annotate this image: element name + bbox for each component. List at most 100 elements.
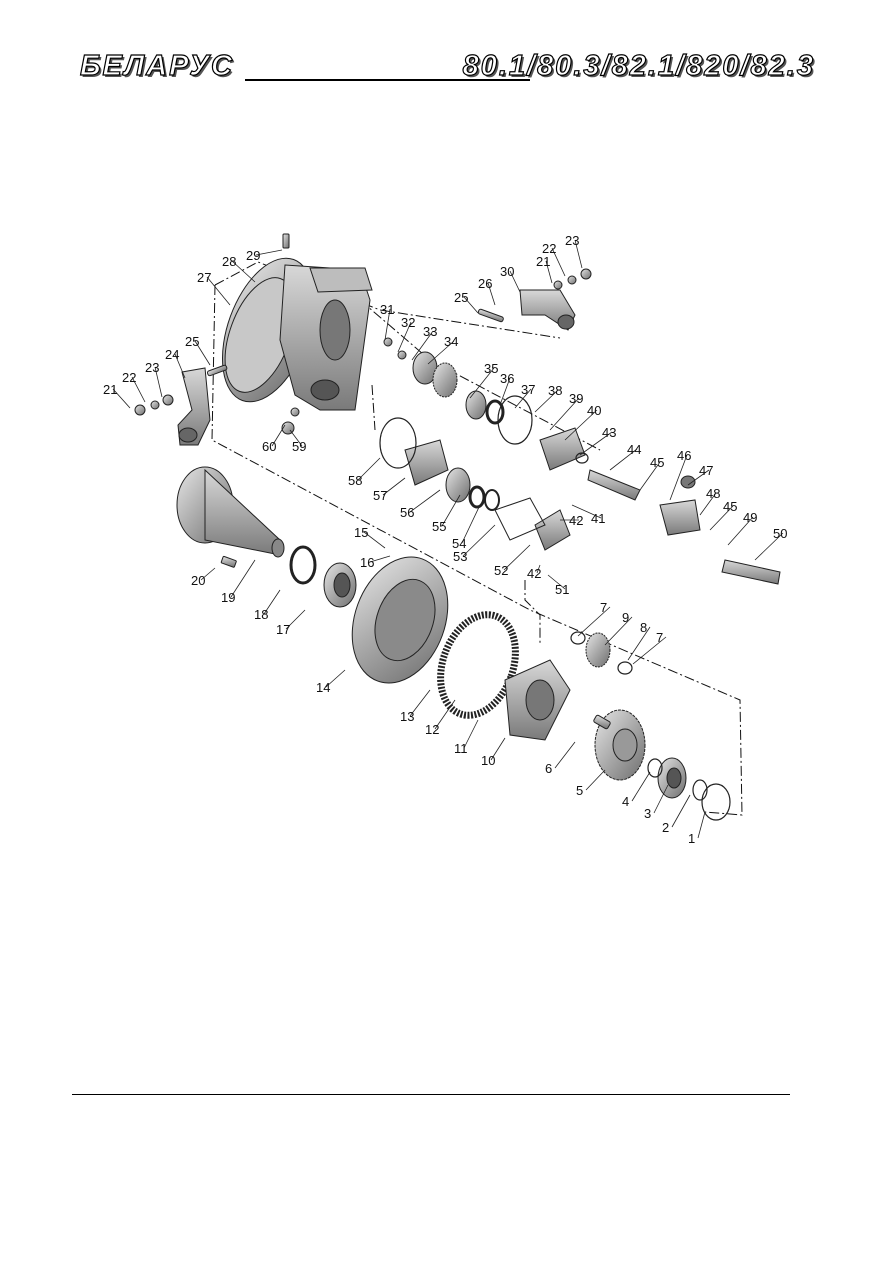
- callout-label-54: 54: [452, 536, 466, 551]
- callout-label-29: 29: [246, 248, 260, 263]
- callout-label-40: 40: [587, 403, 601, 418]
- callout-label-33: 33: [423, 324, 437, 339]
- callout-leader: [549, 397, 580, 431]
- callout-leader: [441, 494, 461, 527]
- callout-leader: [499, 377, 511, 406]
- callout-label-34: 34: [444, 334, 458, 349]
- callout-label-15: 15: [354, 525, 368, 540]
- callout-leader: [363, 531, 386, 549]
- callout-leader: [609, 448, 638, 471]
- steering-arm-left: [177, 367, 211, 446]
- callout-leader: [604, 616, 633, 646]
- callout-label-23: 23: [565, 233, 579, 248]
- callout-leader: [434, 699, 456, 730]
- callout-label-58: 58: [348, 473, 362, 488]
- callout-label-45: 45: [650, 455, 664, 470]
- callout-leader: [754, 532, 784, 561]
- callout-leader: [671, 794, 691, 828]
- callout-label-60: 60: [262, 439, 276, 454]
- callout-label-50: 50: [773, 526, 787, 541]
- callout-label-45: 45: [723, 499, 737, 514]
- callout-label-19: 19: [221, 590, 235, 605]
- callout-label-36: 36: [500, 371, 514, 386]
- callout-label-2: 2: [662, 820, 669, 835]
- callout-label-7: 7: [600, 600, 607, 615]
- callout-leader: [263, 589, 281, 615]
- callout-label-25: 25: [185, 334, 199, 349]
- callout-leader: [462, 524, 496, 557]
- callout-leader: [627, 626, 651, 661]
- callout-leader: [409, 489, 441, 513]
- callout-label-6: 6: [545, 761, 552, 776]
- callout-label-22: 22: [542, 241, 556, 256]
- callout-leader: [463, 719, 479, 749]
- callout-label-30: 30: [500, 264, 514, 279]
- callout-leader: [585, 769, 606, 791]
- callout-leader: [697, 811, 706, 839]
- wheel-hub: [176, 466, 285, 558]
- callout-leader: [411, 330, 434, 361]
- steering-arm-right: [519, 289, 576, 331]
- callout-leader: [514, 388, 532, 409]
- callout-label-42: 42: [527, 566, 541, 581]
- callout-leader: [174, 353, 186, 379]
- callout-leader: [289, 429, 303, 447]
- callout-leader: [709, 505, 734, 531]
- pinion-shaft: [432, 362, 458, 398]
- callout-label-42: 42: [569, 513, 583, 528]
- callout-leader: [579, 431, 613, 456]
- final-drive-cover: [351, 556, 449, 684]
- callout-label-37: 37: [521, 382, 535, 397]
- callout-label-20: 20: [191, 573, 205, 588]
- callout-leader: [230, 559, 256, 598]
- callout-label-39: 39: [569, 391, 583, 406]
- callout-label-46: 46: [677, 448, 691, 463]
- callout-label-25: 25: [454, 290, 468, 305]
- callout-label-13: 13: [400, 709, 414, 724]
- callout-label-41: 41: [591, 511, 605, 526]
- callout-leader: [547, 574, 566, 590]
- callout-label-59: 59: [292, 439, 306, 454]
- callout-label-47: 47: [699, 463, 713, 478]
- spur-gear-small: [585, 632, 611, 668]
- callout-leader: [545, 260, 553, 284]
- callout-leader: [131, 376, 146, 403]
- callout-leader: [369, 555, 391, 563]
- callout-label-55: 55: [432, 519, 446, 534]
- fasteners: [134, 233, 611, 730]
- callout-leader: [200, 567, 216, 581]
- callout-leader: [384, 308, 391, 341]
- callout-leader: [564, 409, 598, 441]
- callout-leader: [574, 239, 583, 269]
- callout-leader: [112, 388, 131, 409]
- callout-label-5: 5: [576, 783, 583, 798]
- callout-label-8: 8: [640, 620, 647, 635]
- callout-leader: [727, 516, 754, 546]
- callout-label-28: 28: [222, 254, 236, 269]
- callout-leader: [469, 367, 495, 399]
- callout-label-21: 21: [103, 382, 117, 397]
- callout-label-26: 26: [478, 276, 492, 291]
- callout-leader: [503, 544, 531, 571]
- callout-label-23: 23: [145, 360, 159, 375]
- callout-leader: [427, 340, 455, 365]
- callout-leader: [577, 606, 611, 637]
- callout-label-27: 27: [197, 270, 211, 285]
- callout-leader: [397, 321, 412, 353]
- callout-leader: [463, 296, 479, 314]
- callout-leader: [534, 389, 559, 413]
- callout-label-14: 14: [316, 680, 330, 695]
- callout-leader: [154, 366, 163, 398]
- callout-leader: [509, 270, 521, 293]
- callout-leader: [206, 276, 231, 306]
- callout-label-38: 38: [548, 383, 562, 398]
- callout-leader: [653, 784, 669, 814]
- callout-leader: [487, 282, 496, 306]
- callout-leader: [194, 340, 211, 366]
- callout-leader: [231, 260, 256, 283]
- callout-label-11: 11: [454, 741, 468, 756]
- callout-leader: [325, 669, 346, 688]
- callout-leader: [699, 492, 717, 516]
- callout-leader: [639, 461, 661, 491]
- callout-label-35: 35: [484, 361, 498, 376]
